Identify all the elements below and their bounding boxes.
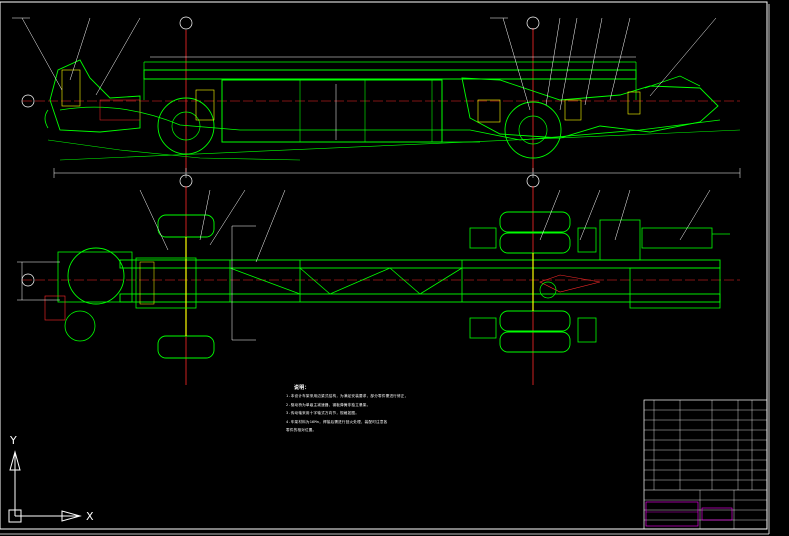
sheet-border bbox=[0, 1, 768, 530]
ucs-x-label: X bbox=[86, 510, 94, 523]
plan-view bbox=[17, 186, 740, 385]
title-block bbox=[643, 399, 768, 530]
notes-line-4: 4.车架材料为16Mn，焊接后需进行回火处理，装配时注意各 bbox=[286, 419, 388, 424]
side-view bbox=[12, 16, 741, 188]
ucs-icon bbox=[8, 450, 82, 523]
notes-title: 说明： bbox=[294, 385, 310, 391]
technical-notes: 说明： 1.本设计车架采用边梁式结构，为满足安装要求，部分零件需进行修正， 2.… bbox=[286, 384, 436, 434]
notes-line-1: 1.本设计车架采用边梁式结构，为满足安装要求，部分零件需进行修正， bbox=[286, 394, 409, 399]
notes-line-2: 2.驱动桥为单级主减速器，钢板弹簧非独立悬架。 bbox=[286, 402, 371, 407]
notes-line-3: 3.传动轴采用十字轴式万向节，规格如图。 bbox=[286, 411, 360, 416]
notes-line-5: 零件的相对位置。 bbox=[286, 428, 317, 433]
ucs-y-label: Y bbox=[10, 434, 17, 447]
